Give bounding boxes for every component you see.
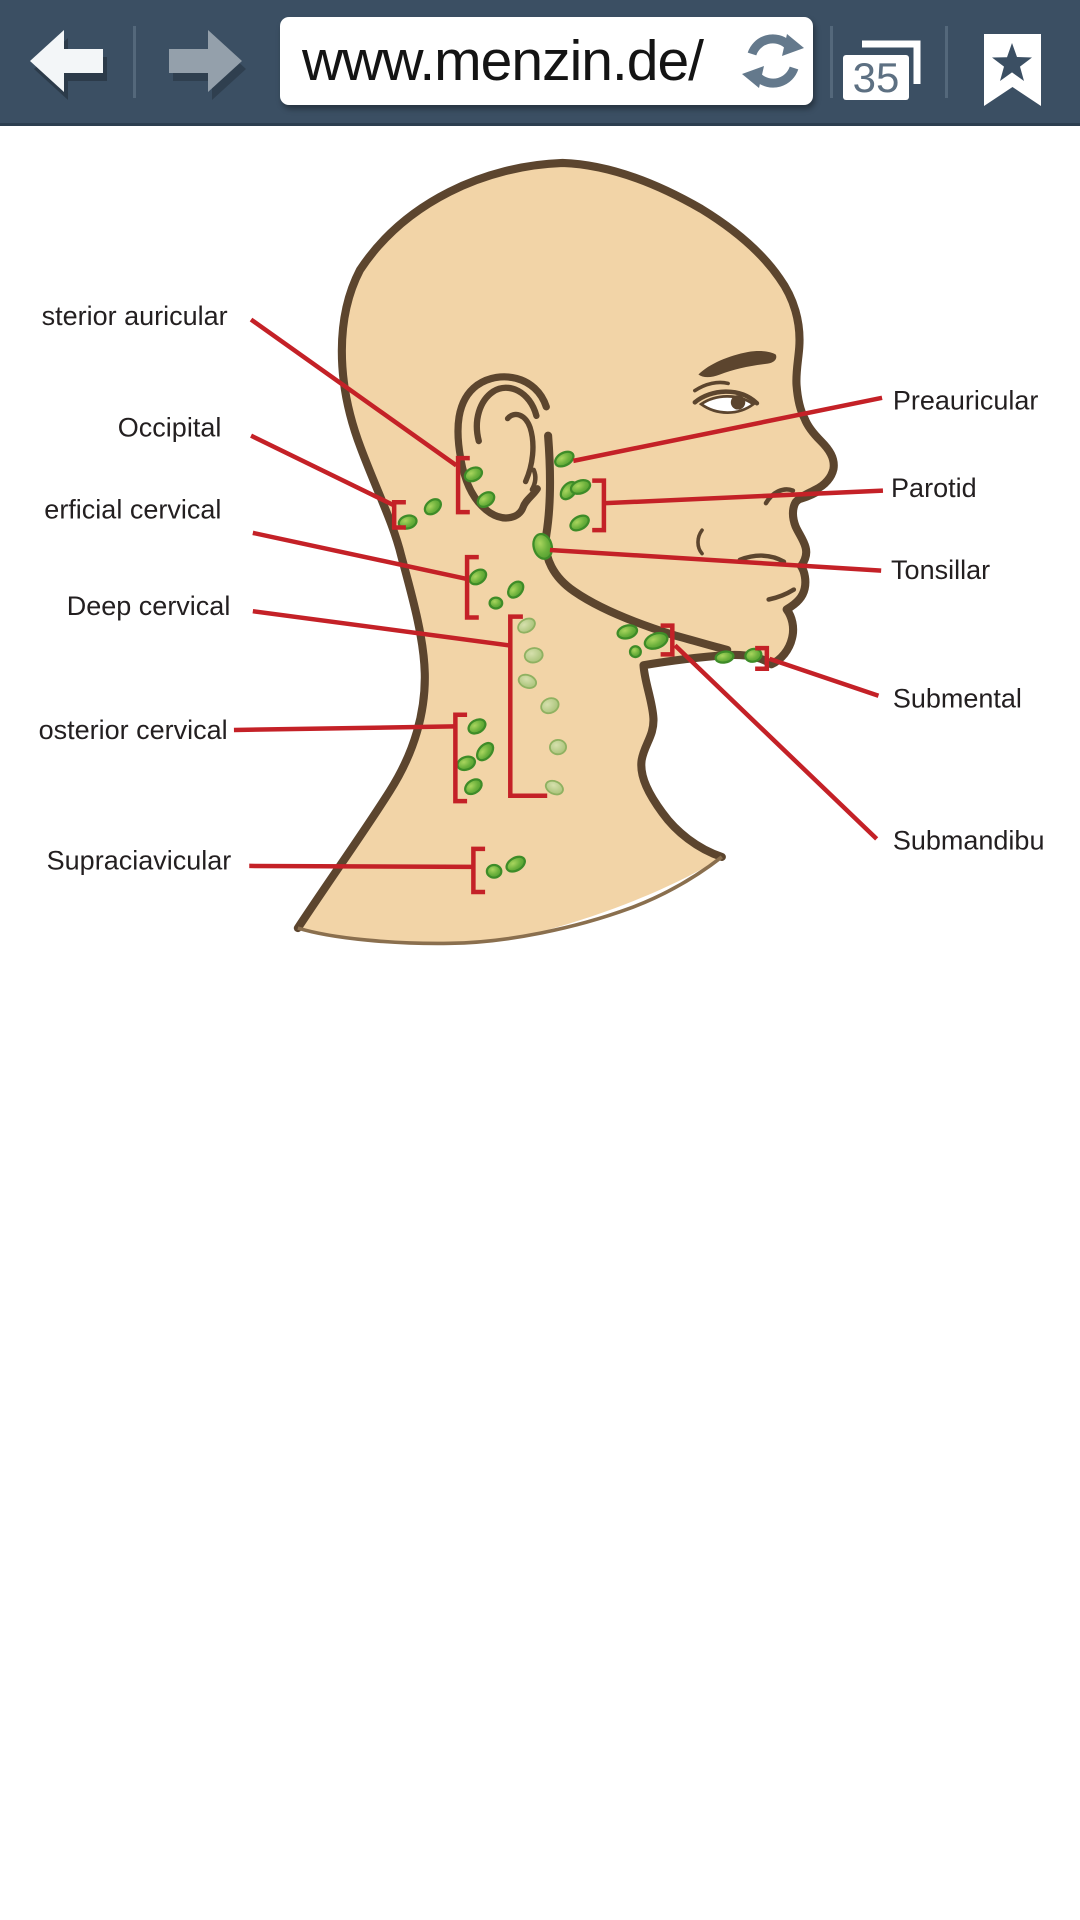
lymph-node xyxy=(463,466,484,483)
supraclavicular-line xyxy=(249,863,473,870)
lymph-nodes-layer xyxy=(397,450,763,879)
tab-counter-icon xyxy=(843,55,909,100)
refresh-icon xyxy=(742,34,804,88)
lymph-node xyxy=(507,580,525,599)
nostril xyxy=(763,487,796,506)
lymph-node xyxy=(475,741,495,762)
bookmark-button[interactable] xyxy=(970,22,1060,114)
tabs-button[interactable]: 35 xyxy=(836,18,936,110)
deep-cervical-line xyxy=(252,608,510,648)
lymph-node xyxy=(468,568,488,586)
cheek-mark xyxy=(696,528,704,556)
lymph-node xyxy=(628,645,642,659)
posterior-auricular-bracket xyxy=(455,455,470,515)
url-text[interactable]: www.menzin.de/ xyxy=(302,29,704,93)
browser-toolbar: www.menzin.de/ 35 xyxy=(0,0,1080,126)
superficial-cervical-label: erficial cervical xyxy=(44,494,221,524)
lymph-node-pale xyxy=(517,673,538,689)
parotid-label: Parotid xyxy=(891,473,977,503)
posterior-cervical-bracket xyxy=(453,712,468,804)
mouth-line xyxy=(737,553,787,564)
eye xyxy=(698,395,756,414)
url-bar[interactable]: www.menzin.de/ xyxy=(280,17,813,105)
supraclavicular-label: Supraciavicular xyxy=(47,846,232,876)
bookmark-star-icon xyxy=(992,43,1032,81)
lymph-node xyxy=(467,718,487,735)
eyelid-crease xyxy=(693,380,730,393)
lymph-node-pale xyxy=(523,647,544,664)
lymph-node xyxy=(488,596,504,610)
tab-stack-icon xyxy=(862,40,921,84)
submental-line xyxy=(768,656,880,698)
posterior-auricular-line xyxy=(249,317,458,468)
lymph-node-pale xyxy=(549,739,567,756)
parotid-line xyxy=(605,488,884,506)
occipital-bracket xyxy=(391,500,406,530)
eyebrow xyxy=(698,351,777,378)
lymph-node xyxy=(456,755,477,772)
lymph-node xyxy=(464,778,483,796)
chest-edge xyxy=(297,855,723,946)
forward-arrow-icon xyxy=(169,30,242,92)
lymph-node xyxy=(532,532,554,560)
superficial-cervical-line xyxy=(252,530,467,581)
preauricular-label: Preauricular xyxy=(893,386,1039,416)
submandibular-line xyxy=(673,643,879,841)
ear-tragus xyxy=(529,467,538,492)
lymph-node xyxy=(569,479,592,495)
lymph-node xyxy=(505,855,526,873)
eye-lash-line xyxy=(692,389,760,406)
lymph-node xyxy=(643,631,669,650)
refresh-button[interactable] xyxy=(737,17,813,105)
lymph-node xyxy=(714,650,735,664)
tab-count: 35 xyxy=(853,54,900,101)
lymph-node xyxy=(744,647,763,663)
lymph-node xyxy=(616,624,639,640)
submental-bracket xyxy=(755,645,770,672)
superficial-cervical-bracket xyxy=(464,554,479,620)
toolbar-divider xyxy=(945,26,948,98)
lymph-node-pale xyxy=(544,779,564,796)
occipital-label: Occipital xyxy=(118,413,222,443)
deep-cervical-bracket xyxy=(508,614,548,798)
lower-lip-line xyxy=(766,587,797,602)
lymph-node xyxy=(554,450,575,468)
lymph-node xyxy=(485,863,503,879)
submandibular-label: Submandibu xyxy=(893,826,1045,856)
lymph-node xyxy=(569,514,590,532)
tonsillar-line xyxy=(549,547,882,573)
parotid-bracket xyxy=(592,478,607,533)
iris xyxy=(730,395,746,410)
ear-helix xyxy=(473,384,540,445)
ear-antihelix xyxy=(504,411,536,485)
lymph-node-pale xyxy=(540,697,560,715)
posterior-cervical-line xyxy=(233,724,455,733)
deep-cervical-label: Deep cervical xyxy=(67,591,231,621)
supraclavicular-bracket xyxy=(471,846,486,895)
tonsillar-label: Tonsillar xyxy=(891,555,990,585)
forward-button[interactable] xyxy=(140,0,270,123)
lymph-node-pale xyxy=(517,617,536,634)
head-profile-illustration xyxy=(293,158,838,946)
posterior-auricular-label: sterior auricular xyxy=(42,301,228,331)
back-button[interactable] xyxy=(0,0,130,123)
toolbar-divider xyxy=(830,26,833,98)
toolbar-divider xyxy=(133,26,136,98)
lymph-node xyxy=(423,498,443,516)
occipital-line xyxy=(250,433,395,507)
jaw-line xyxy=(541,431,732,654)
lymph-node xyxy=(476,491,496,508)
callout-lines-layer xyxy=(233,317,884,895)
preauricular-line xyxy=(572,395,883,464)
back-arrow-icon xyxy=(30,30,103,92)
submandibular-bracket xyxy=(660,623,675,657)
posterior-cervical-label: osterior cervical xyxy=(39,715,228,745)
submental-label: Submental xyxy=(893,684,1022,714)
head-silhouette xyxy=(297,162,834,945)
